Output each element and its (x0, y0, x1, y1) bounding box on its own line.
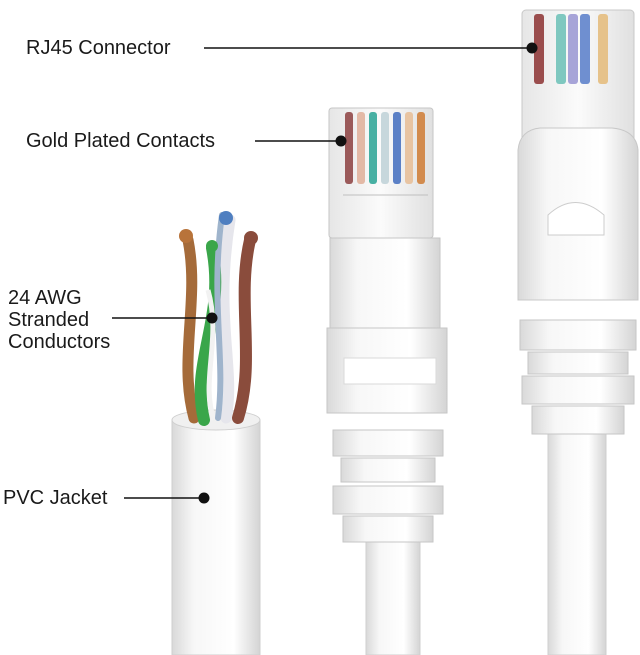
rj45-callout-dot (526, 42, 538, 54)
wire-brown-pair (232, 234, 256, 424)
callout-pvc-jacket: PVC Jacket (3, 487, 108, 509)
callout-rj45-connector: RJ45 Connector (26, 37, 171, 59)
callout-lines (112, 42, 538, 504)
gold-callout-dot (335, 135, 347, 147)
callout-24awg-conductors: 24 AWG Stranded Conductors (8, 287, 111, 353)
gold-contacts (343, 112, 428, 196)
wire-blue-pair (214, 212, 225, 421)
callout-gold-plated-contacts: Gold Plated Contacts (26, 130, 215, 152)
awg-callout-dot (206, 312, 218, 324)
rj45-connector-back (517, 9, 639, 655)
rj45-connector-front (326, 107, 448, 655)
wire-orange-pair (182, 234, 200, 424)
pvc-callout-dot (198, 492, 210, 504)
stripped-cable (171, 211, 261, 655)
